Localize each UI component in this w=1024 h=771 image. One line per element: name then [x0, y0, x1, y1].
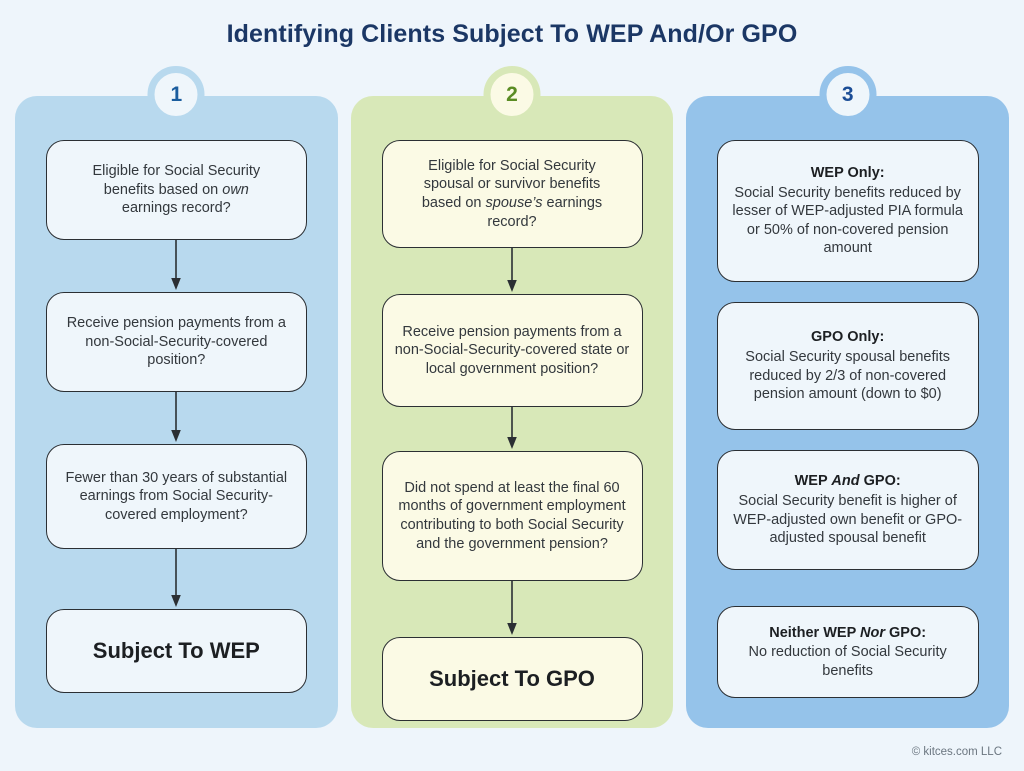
- column-outcomes: 3 WEP Only: Social Security benefits red…: [686, 66, 1010, 728]
- column-3-stack: WEP Only: Social Security benefits reduc…: [686, 140, 1009, 698]
- down-arrow-icon: [507, 407, 517, 449]
- node-c2-q2-text: Receive pension payments from a non-Soci…: [394, 323, 630, 377]
- node-c2-q3[interactable]: Did not spend at least the final 60 mont…: [381, 451, 643, 581]
- node-c3-wep-and-gpo-heading: WEP And GPO:: [794, 473, 901, 490]
- node-c3-wep-only-body: Social Security benefits reduced by less…: [732, 184, 963, 257]
- node-c3-gpo-only-body: Social Security spousal benefits reduced…: [745, 348, 951, 403]
- step-badge-2: 2: [483, 66, 541, 123]
- node-c1-q3[interactable]: Fewer than 30 years of substantial earni…: [45, 444, 307, 549]
- node-c1-q3-text: Fewer than 30 years of substantial earni…: [65, 469, 288, 523]
- node-c3-neither-body: No reduction of Social Security benefits: [748, 644, 947, 679]
- node-c1-q2[interactable]: Receive pension payments from a non-Soci…: [45, 292, 307, 392]
- down-arrow-icon: [171, 549, 182, 607]
- node-c2-result[interactable]: Subject To GPO: [381, 637, 643, 721]
- node-c3-wep-and-gpo[interactable]: WEP And GPO: Social Security benefit is …: [716, 450, 979, 570]
- step-badge-1: 1: [147, 66, 205, 123]
- node-c1-q2-text: Receive pension payments from a non-Soci…: [66, 315, 286, 369]
- node-c2-q2[interactable]: Receive pension payments from a non-Soci…: [381, 294, 643, 407]
- down-arrow-icon: [171, 240, 182, 290]
- node-c1-result-text: Subject To WEP: [92, 637, 260, 663]
- down-arrow-icon: [507, 248, 517, 292]
- node-c3-gpo-only-heading: GPO Only:: [811, 329, 885, 346]
- node-c3-wep-and-gpo-body: Social Security benefit is higher of WEP…: [733, 492, 963, 547]
- down-arrow-icon: [507, 581, 517, 635]
- step-badge-3: 3: [819, 66, 877, 123]
- node-c3-neither-heading: Neither WEP Nor GPO:: [769, 624, 927, 641]
- page-title: Identifying Clients Subject To WEP And/O…: [226, 20, 798, 48]
- node-c2-q3-text: Did not spend at least the final 60 mont…: [398, 479, 626, 552]
- node-c1-result[interactable]: Subject To WEP: [45, 609, 307, 693]
- node-c2-result-text: Subject To GPO: [429, 665, 595, 691]
- node-c3-neither[interactable]: Neither WEP Nor GPO: No reduction of Soc…: [716, 606, 979, 698]
- copyright-credit: © kitces.com LLC: [911, 746, 1002, 758]
- down-arrow-icon: [171, 392, 182, 442]
- node-c3-wep-only-heading: WEP Only:: [810, 165, 885, 182]
- node-c3-gpo-only[interactable]: GPO Only: Social Security spousal benefi…: [716, 302, 979, 430]
- node-c3-wep-only[interactable]: WEP Only: Social Security benefits reduc…: [716, 140, 979, 282]
